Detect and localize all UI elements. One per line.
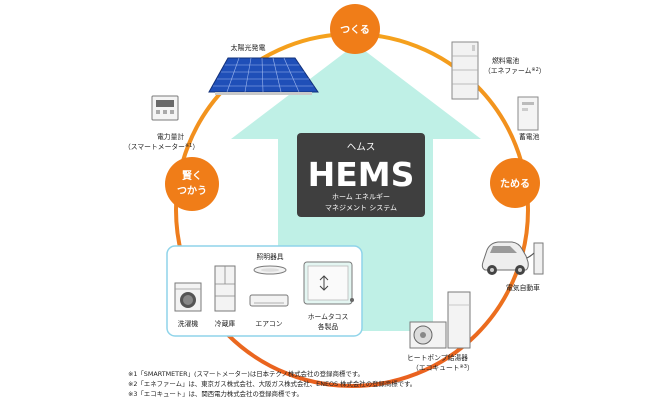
- lighting-label: 照明器具: [256, 253, 283, 261]
- air-conditioner-icon: [249, 294, 289, 307]
- washer-label: 洗濯機: [178, 319, 199, 328]
- fridge-label: 冷蔵庫: [215, 319, 236, 328]
- meter-label-1: 電力量計: [157, 132, 184, 141]
- fridge-icon: [214, 265, 236, 312]
- hems-box: ヘムス HEMS ホーム エネルギー マネジメント システム: [297, 133, 425, 217]
- footnotes: ※1「SMARTMETER」(スマートメーター)は日本テクノ株式会社の登録商標で…: [128, 369, 416, 399]
- heat-pump-label-1: ヒートポンプ給湯器: [407, 353, 468, 362]
- solar-panel-icon: [208, 57, 319, 95]
- hems-title: HEMS: [308, 155, 415, 194]
- hems-kana: ヘムス: [347, 142, 376, 153]
- ceiling-light-icon: [253, 265, 287, 275]
- bubble-use: 賢く つかう: [165, 157, 219, 211]
- bubble-use-label-1: 賢く: [182, 170, 202, 182]
- fuel-cell-label-2: （エネファーム※2）: [484, 67, 546, 75]
- hems-subtitle-2: マネジメント システム: [325, 204, 397, 212]
- footnote-3: ※3「エコキュート」は、関西電力株式会社の登録商標です。: [128, 390, 303, 398]
- bubble-use-label-2: つかう: [177, 185, 207, 197]
- meter-label-2: （スマートメーター※1）: [124, 142, 199, 151]
- fuel-cell-label-1: 燃料電池: [492, 56, 519, 65]
- smart-meter-icon: [151, 95, 179, 121]
- bubble-store: ためる: [490, 158, 540, 208]
- footnote-1: ※1「SMARTMETER」(スマートメーター)は日本テクノ株式会社の登録商標で…: [128, 370, 364, 378]
- aircon-label: エアコン: [255, 320, 282, 328]
- bubble-store-label: ためる: [500, 178, 530, 190]
- ev-car-icon: [481, 241, 544, 275]
- footnote-2: ※2「エネファーム」は、東京ガス株式会社、大阪ガス株式会社、ENEOS 株式会社…: [128, 380, 417, 388]
- heat-pump-icon: [409, 291, 471, 349]
- heat-pump-label-2: （エコキュート※3）: [412, 364, 474, 372]
- washer-icon: [174, 282, 202, 312]
- fuel-cell-icon: [451, 41, 479, 100]
- battery-icon: [517, 96, 539, 131]
- home-tacos-icon: [303, 261, 354, 305]
- ev-label: 電気自動車: [506, 283, 540, 292]
- battery-label: 蓄電池: [519, 132, 540, 141]
- bubble-create: つくる: [330, 4, 380, 54]
- hems-subtitle-1: ホーム エネルギー: [332, 193, 390, 201]
- home-tacos-label-2: 各製品: [318, 322, 339, 331]
- solar-label: 太陽光発電: [231, 43, 266, 52]
- bubble-create-label: つくる: [340, 24, 370, 36]
- home-tacos-label-1: ホームタコス: [308, 312, 349, 321]
